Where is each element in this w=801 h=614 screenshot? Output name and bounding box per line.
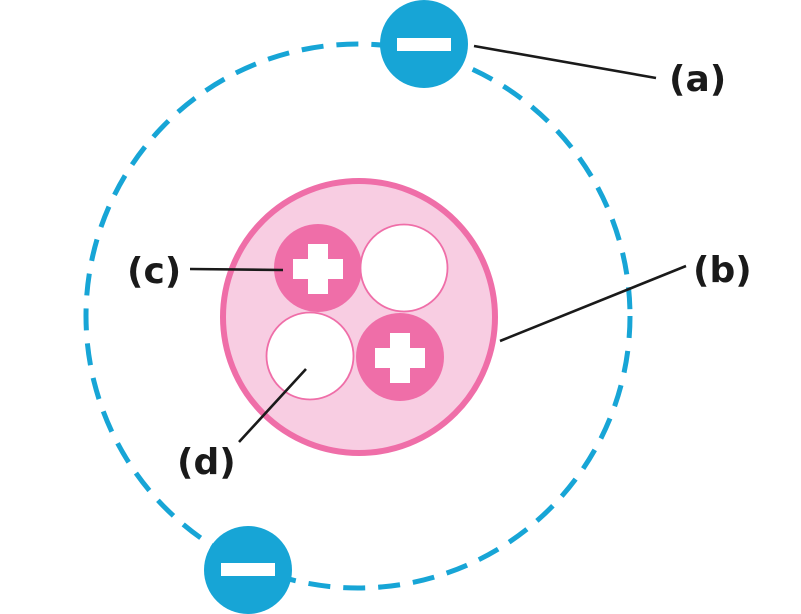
leader-line-a xyxy=(473,44,657,80)
nucleus xyxy=(220,178,498,456)
label-d: (d) xyxy=(177,442,236,483)
proton xyxy=(356,313,444,401)
electron-orbit xyxy=(83,41,633,591)
neutron xyxy=(359,223,449,313)
plus-sign-icon xyxy=(375,333,425,383)
leader-line-b xyxy=(499,264,687,343)
leader-line-c xyxy=(189,267,284,272)
plus-sign-icon xyxy=(293,244,343,294)
minus-sign-icon xyxy=(397,38,451,51)
nucleus-body xyxy=(220,178,498,456)
minus-sign-icon xyxy=(221,563,275,576)
label-a: (a) xyxy=(669,59,726,100)
leader-line-d xyxy=(238,368,307,443)
label-c: (c) xyxy=(127,251,181,292)
neutron xyxy=(265,311,355,401)
proton xyxy=(274,224,362,312)
electron xyxy=(380,0,468,88)
electron xyxy=(204,526,292,614)
label-b: (b) xyxy=(693,250,752,291)
